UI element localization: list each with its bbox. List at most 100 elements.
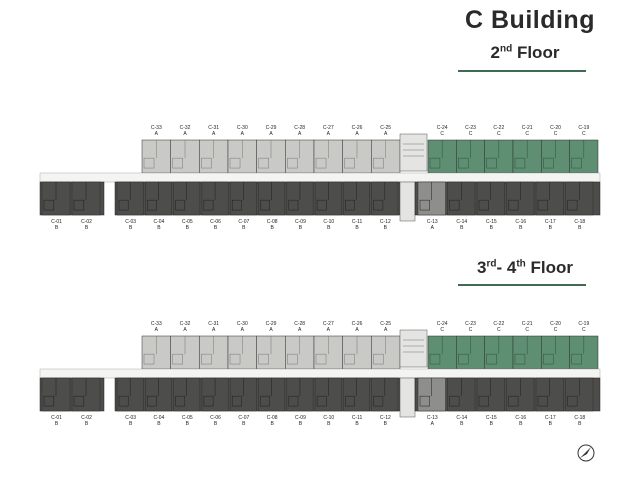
unit-label: C-27: [323, 321, 334, 327]
unit-c-05-bath: [175, 395, 186, 407]
unit-label: C-13: [427, 219, 438, 225]
unit-c-10-bath: [316, 199, 327, 211]
unit-type-label: B: [186, 421, 190, 427]
unit-c-15-bath: [478, 395, 489, 407]
unit-label: C-29: [266, 125, 277, 131]
unit-c-30-bath: [229, 353, 241, 365]
unit-c-31-bath: [201, 157, 212, 169]
unit-label: C-32: [180, 125, 191, 131]
unit-type-label: A: [431, 225, 435, 231]
unit-c-21-bath: [514, 157, 526, 169]
unit-c-32-bath: [172, 157, 183, 169]
unit-c-33-bath: [143, 157, 155, 169]
unit-label: C-04: [154, 219, 165, 225]
unit-c-04-bath: [147, 395, 157, 407]
unit-label: C-24: [437, 125, 448, 131]
unit-label: C-24: [437, 321, 448, 327]
unit-type-label: B: [327, 421, 331, 427]
unit-c-08-bath: [260, 395, 270, 407]
unit-c-12-bath: [373, 199, 384, 211]
unit-c-21-bath: [514, 353, 526, 365]
floor-label-2nd: 2nd Floor: [490, 43, 560, 62]
unit-type-label: A: [269, 131, 273, 137]
unit-label: C-02: [81, 415, 92, 421]
unit-c-02-bath: [73, 199, 85, 211]
corridor: [39, 368, 601, 379]
unit-label: C-23: [465, 321, 476, 327]
unit-c-03-bath: [118, 199, 129, 211]
unit-c-05-bath: [175, 199, 186, 211]
unit-label: C-16: [515, 415, 526, 421]
unit-c-23-bath: [458, 353, 469, 365]
unit-type-label: C: [525, 327, 529, 333]
core-lift: [399, 181, 416, 222]
unit-type-label: B: [578, 421, 582, 427]
unit-label: C-28: [294, 125, 305, 131]
unit-label: C-13: [427, 415, 438, 421]
unit-type-label: B: [578, 225, 582, 231]
unit-type-label: C: [582, 327, 586, 333]
unit-label: C-10: [323, 219, 334, 225]
unit-label: C-32: [180, 321, 191, 327]
unit-label: C-08: [267, 415, 278, 421]
unit-c-28-bath: [287, 157, 298, 169]
unit-label: C-07: [238, 219, 249, 225]
unit-type-label: C: [440, 131, 444, 137]
unit-c-11-bath: [345, 199, 355, 211]
core-stair: [399, 133, 428, 172]
unit-type-label: B: [157, 421, 161, 427]
unit-label: C-30: [237, 125, 248, 131]
unit-label: C-21: [522, 321, 533, 327]
unit-type-label: A: [241, 327, 245, 333]
unit-type-label: B: [355, 421, 359, 427]
unit-type-label: A: [431, 421, 435, 427]
unit-label: C-19: [578, 125, 589, 131]
unit-type-label: B: [490, 225, 494, 231]
unit-type-label: B: [270, 225, 274, 231]
unit-label: C-14: [456, 219, 467, 225]
unit-c-09-bath: [288, 395, 299, 407]
unit-type-label: A: [183, 327, 187, 333]
unit-type-label: C: [554, 131, 558, 137]
unit-label: C-28: [294, 321, 305, 327]
unit-c-02-bath: [73, 395, 85, 407]
unit-type-label: B: [355, 225, 359, 231]
unit-label: C-25: [380, 321, 391, 327]
unit-type-label: B: [460, 421, 464, 427]
unit-label: C-31: [208, 321, 219, 327]
corridor: [39, 172, 601, 183]
unit-label: C-01: [51, 415, 62, 421]
unit-c-27-bath: [315, 353, 327, 365]
unit-type-label: B: [384, 421, 388, 427]
unit-c-07-bath: [231, 199, 242, 211]
unit-label: C-22: [493, 321, 504, 327]
unit-label: C-21: [522, 125, 533, 131]
unit-type-label: A: [355, 131, 359, 137]
unit-type-label: B: [242, 225, 246, 231]
unit-label: C-30: [237, 321, 248, 327]
unit-type-label: C: [582, 131, 586, 137]
unit-label: C-15: [486, 415, 497, 421]
unit-label: C-11: [352, 219, 363, 225]
unit-label: C-20: [550, 125, 561, 131]
unit-c-24-bath: [429, 157, 441, 169]
unit-label: C-26: [352, 321, 363, 327]
unit-label: C-33: [151, 125, 162, 131]
unit-type-label: B: [55, 421, 59, 427]
unit-c-18-bath: [567, 395, 578, 407]
unit-c-25-bath: [373, 353, 384, 365]
core-stair: [399, 329, 428, 368]
unit-c-19-bath: [571, 157, 582, 169]
unit-c-29-bath: [258, 157, 269, 169]
north-arrow-icon: [577, 444, 595, 462]
unit-label: C-33: [151, 321, 162, 327]
unit-c-27-bath: [315, 157, 327, 169]
unit-label: C-23: [465, 125, 476, 131]
unit-label: C-11: [352, 415, 363, 421]
unit-type-label: A: [384, 327, 388, 333]
unit-type-label: A: [327, 327, 331, 333]
unit-type-label: B: [549, 421, 553, 427]
unit-label: C-06: [210, 219, 221, 225]
unit-c-19-bath: [571, 353, 582, 365]
floor-underline-3rd-4th: [458, 284, 586, 286]
